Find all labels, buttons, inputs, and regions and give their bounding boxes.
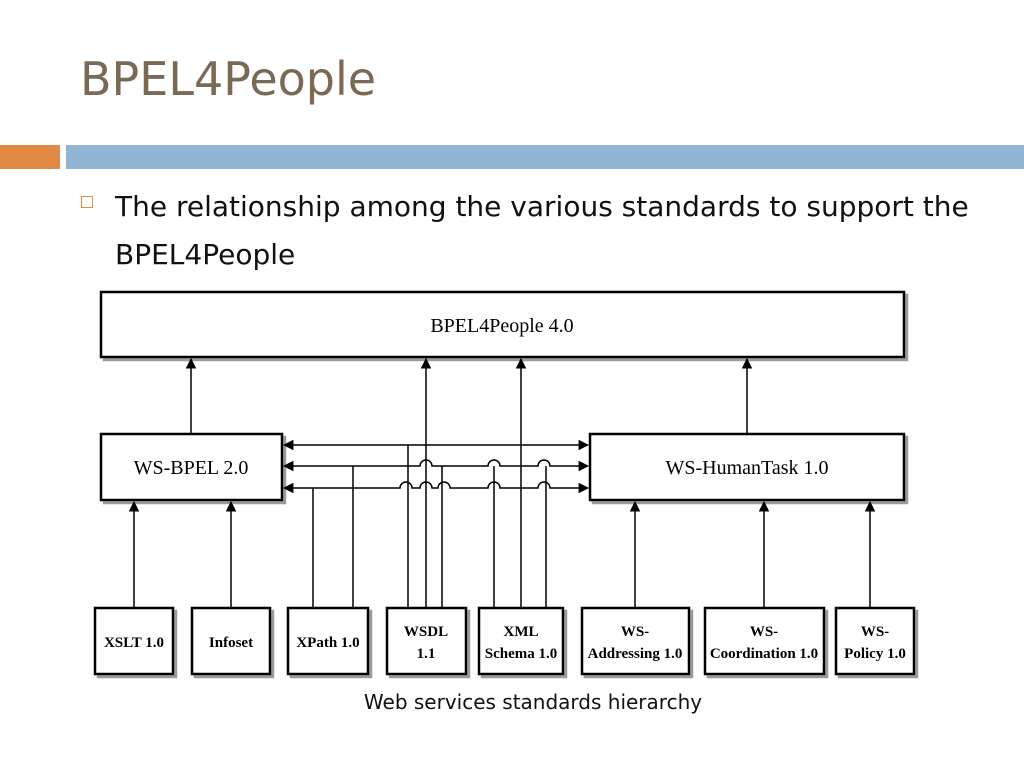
standard-label: Infoset [209, 635, 253, 651]
standard-box-ws-coordination: WS- Coordination 1.0 [703, 606, 826, 676]
bullet-text: The relationship among the various stand… [115, 190, 969, 271]
bullet-square-icon [81, 196, 93, 208]
row2-mid [353, 459, 443, 608]
standard-label-line1: WS- [861, 624, 889, 640]
standard-box-ws-policy: WS- Policy 1.0 [834, 606, 916, 676]
diagram-caption: Web services standards hierarchy [363, 690, 703, 714]
standard-box-xpath: XPath 1.0 [286, 606, 370, 676]
standard-label: XPath 1.0 [296, 635, 359, 651]
standard-label-line1: XML [504, 624, 539, 640]
connectors [128, 357, 876, 608]
standard-label-line2: Coordination 1.0 [710, 646, 818, 662]
standard-label: XSLT 1.0 [104, 635, 164, 651]
standard-label-line2: Schema 1.0 [485, 646, 558, 662]
standard-label-line1: WSDL [404, 624, 448, 640]
standard-label-line2: 1.1 [417, 646, 436, 662]
ws-bpel-box: WS-BPEL 2.0 [99, 432, 284, 502]
standard-label-line2: Policy 1.0 [844, 646, 906, 662]
bpel4people-label: BPEL4People 4.0 [430, 315, 573, 337]
ws-humantask-box: WS-HumanTask 1.0 [588, 432, 906, 502]
ws-humantask-label: WS-HumanTask 1.0 [665, 457, 828, 479]
slide-title: BPEL4People [80, 52, 377, 106]
accent-bar-orange [0, 145, 60, 169]
bpel4people-box: BPEL4People 4.0 [99, 290, 906, 359]
standard-box-ws-addressing: WS- Addressing 1.0 [580, 606, 691, 676]
standard-label-line1: WS- [750, 624, 778, 640]
standard-label-line1: WS- [621, 624, 649, 640]
accent-bar-blue [66, 145, 1024, 169]
row2-arrow-to-humantask [442, 459, 590, 472]
standard-box-infoset: Infoset [190, 606, 272, 676]
ws-bpel-label: WS-BPEL 2.0 [134, 457, 249, 479]
standard-label-line2: Addressing 1.0 [588, 646, 683, 662]
standard-box-wsdl: WSDL 1.1 [385, 606, 468, 676]
row3-arrow-to-humantask [313, 481, 590, 494]
standard-box-xml-schema: XML Schema 1.0 [477, 606, 565, 676]
standard-box-xslt: XSLT 1.0 [93, 606, 175, 676]
